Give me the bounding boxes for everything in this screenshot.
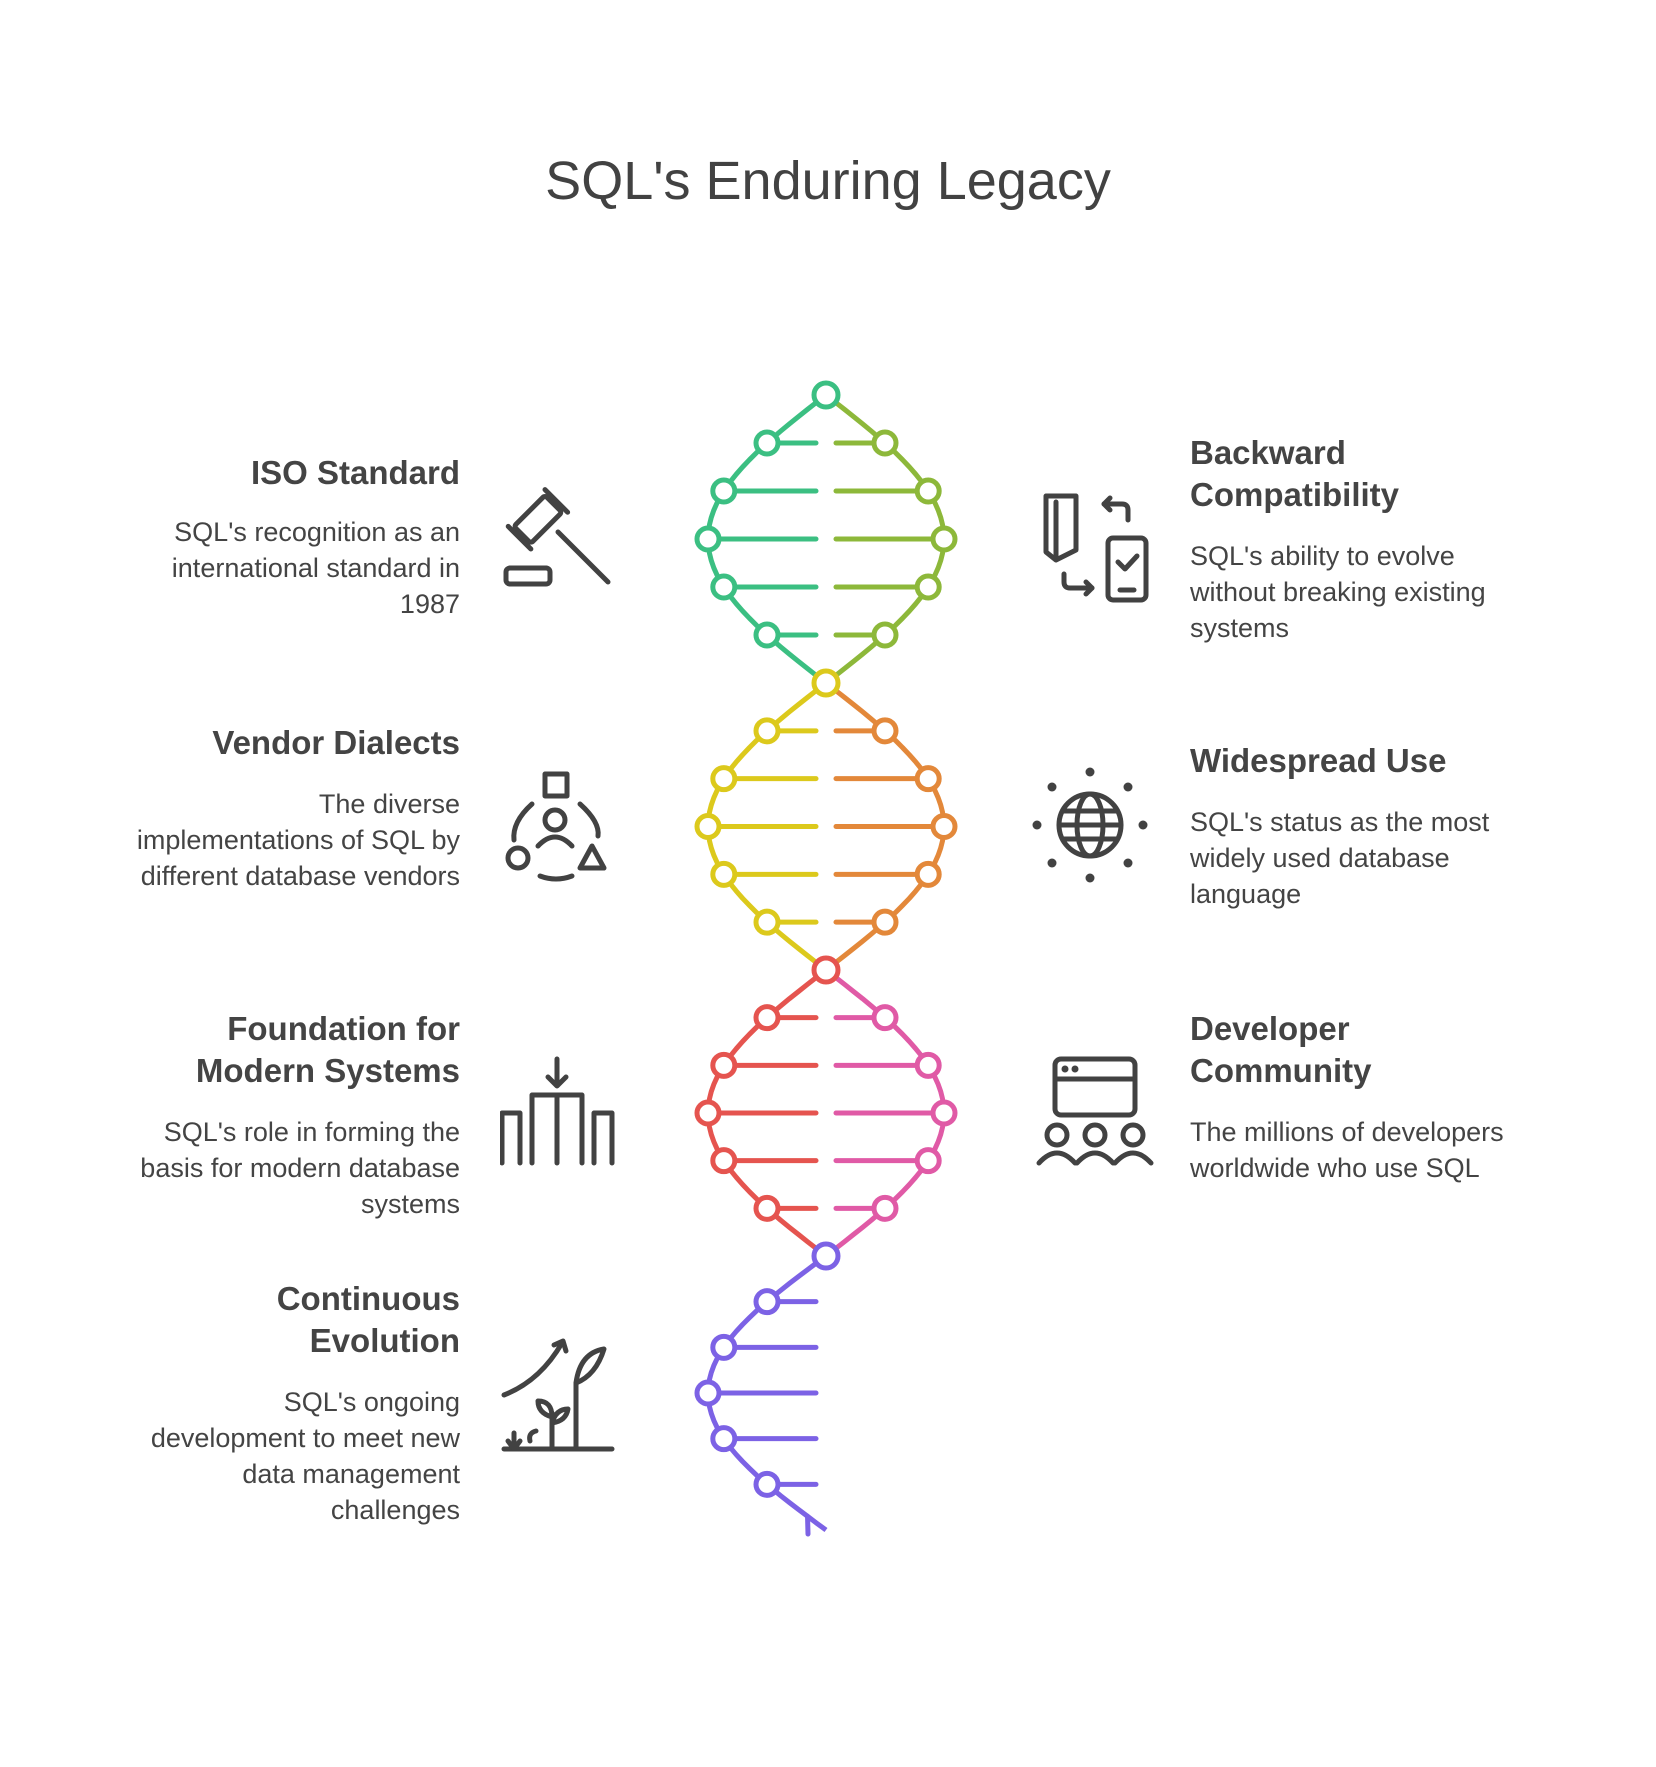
diverse-shapes-person-icon [505,771,607,882]
helix-node [753,1288,781,1316]
helix-node [753,1470,781,1498]
item-heading: Vendor Dialects [212,724,460,761]
item-description: SQL's status as the most widely used dat… [1190,807,1490,909]
foundation-pillars-icon [500,1056,615,1166]
helix-junction-node [811,380,841,410]
helix-junction-node [811,955,841,985]
helix-node [753,717,781,745]
helix-node [753,429,781,457]
helix-node [871,1004,899,1032]
item-vendor-dialects: Vendor Dialects The diverse implementati… [130,722,460,894]
helix-node [694,813,722,840]
helix-node [753,908,781,936]
item-widespread-use: Widespread Use SQL's status as the most … [1190,740,1520,912]
helix-node [871,429,899,457]
helix-node [753,1194,781,1222]
helix-node [914,1147,942,1175]
helix-node [930,813,958,840]
item-heading: Backward Compatibility [1190,434,1400,513]
helix-node [710,1051,738,1079]
item-heading: Widespread Use [1190,742,1447,779]
helix-node [871,908,899,936]
item-description: SQL's role in forming the basis for mode… [140,1117,460,1219]
helix-node [914,765,942,793]
helix-node [753,1004,781,1032]
helix-node [871,1194,899,1222]
helix-node [914,573,942,601]
helix-node [871,621,899,649]
item-description: SQL's recognition as an international st… [171,517,460,619]
helix-node [710,477,738,505]
helix-node [710,765,738,793]
helix-node [710,1333,738,1361]
helix-node [694,1099,722,1127]
item-developer-community: Developer Community The millions of deve… [1190,1008,1520,1186]
item-description: SQL's ongoing development to meet new da… [150,1387,460,1525]
item-foundation-modern-systems: Foundation for Modern Systems SQL's role… [130,1008,460,1222]
community-browser-icon [1036,1056,1154,1166]
helix-junction-node [811,668,841,698]
helix-node [914,477,942,505]
item-continuous-evolution: Continuous Evolution SQL's ongoing devel… [130,1278,460,1528]
migration-devices-icon [1043,493,1149,603]
helix-junction-node [811,1241,841,1271]
page-title: SQL's Enduring Legacy [545,151,1111,211]
item-heading: Developer Community [1190,1010,1372,1089]
helix-node [753,621,781,649]
item-iso-standard: ISO Standard SQL's recognition as an int… [130,452,460,622]
item-backward-compatibility: Backward Compatibility SQL's ability to … [1190,432,1520,646]
growth-plant-icon [501,1338,615,1452]
item-heading: Foundation for Modern Systems [195,1010,460,1089]
helix-node [914,860,942,888]
helix-node [930,1099,958,1127]
helix-node [694,525,722,553]
item-description: The diverse implementations of SQL by di… [136,789,460,891]
globe-icon [1032,767,1148,883]
helix-node [914,1051,942,1079]
helix-node [710,1147,738,1175]
item-heading: ISO Standard [250,454,460,491]
gavel-icon [503,487,611,587]
helix-node [710,860,738,888]
item-description: The millions of developers worldwide who… [1190,1117,1504,1183]
helix-node [871,717,899,745]
helix-node [710,1425,738,1453]
item-description: SQL's ability to evolve without breaking… [1190,541,1486,643]
helix-node [710,573,738,601]
item-heading: Continuous Evolution [276,1280,460,1359]
helix-node [930,525,958,553]
helix-node [694,1379,722,1407]
